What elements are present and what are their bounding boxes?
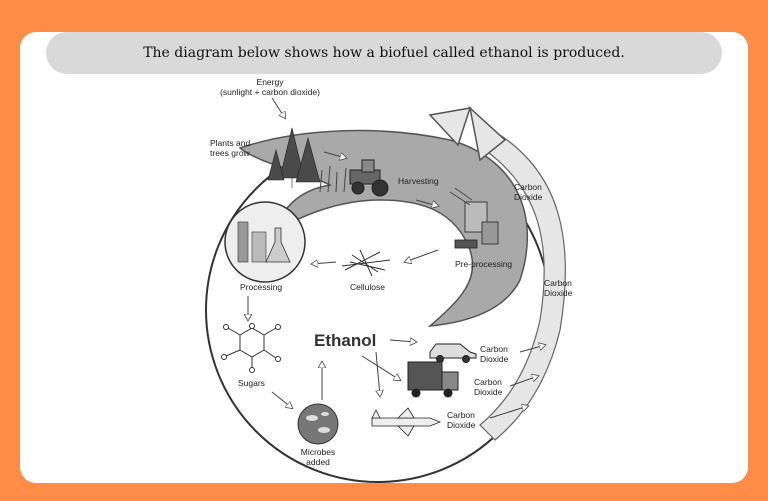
co2-right-label: Carbon xyxy=(544,278,572,288)
processing-label: Processing xyxy=(240,282,282,292)
cellulose-label: Cellulose xyxy=(350,282,385,292)
title-banner: The diagram below shows how a biofuel ca… xyxy=(46,32,722,74)
plants-sub-label: trees grow xyxy=(210,148,251,158)
co2-right-sub-label: Dioxide xyxy=(544,288,573,298)
airplane-icon xyxy=(371,407,442,437)
tractor-icon xyxy=(349,159,389,197)
car-icon xyxy=(429,343,477,363)
trees-icon xyxy=(267,127,321,188)
truck-icon xyxy=(407,361,459,398)
energy-sub-label: (sunlight + carbon dioxide) xyxy=(220,87,320,97)
microbes-icon xyxy=(297,403,339,445)
co2-plane-label: Carbon xyxy=(447,410,475,420)
co2-top-sub-label: Dioxide xyxy=(514,192,543,202)
process-band xyxy=(238,129,529,327)
microbes-sub-label: added xyxy=(306,457,330,467)
co2-truck-sub-label: Dioxide xyxy=(474,387,503,397)
energy-label: Energy xyxy=(257,77,285,87)
co2-plane-sub-label: Dioxide xyxy=(447,420,476,430)
microbes-label: Microbes xyxy=(301,447,335,457)
harvesting-label: Harvesting xyxy=(398,176,439,186)
co2-car-sub-label: Dioxide xyxy=(480,354,509,364)
co2-car-label: Carbon xyxy=(480,344,508,354)
ethanol-label: Ethanol xyxy=(314,331,376,350)
co2-return-arrow xyxy=(479,134,566,441)
crops-icon xyxy=(319,165,347,193)
co2-truck-label: Carbon xyxy=(474,377,502,387)
co2-top-label: Carbon xyxy=(514,182,542,192)
cellulose-icon xyxy=(341,249,391,277)
preprocessing-label: Pre-processing xyxy=(455,259,512,269)
preprocessing-machine-icon xyxy=(449,187,499,249)
processing-lab-icon xyxy=(224,201,306,283)
plants-label: Plants and xyxy=(210,138,250,148)
sugars-label: Sugars xyxy=(238,378,265,388)
flow-arrows xyxy=(248,97,545,419)
co2-arrow-head xyxy=(468,105,507,162)
diagram-title: The diagram below shows how a biofuel ca… xyxy=(143,45,625,61)
sugar-molecule-icon xyxy=(221,323,281,373)
